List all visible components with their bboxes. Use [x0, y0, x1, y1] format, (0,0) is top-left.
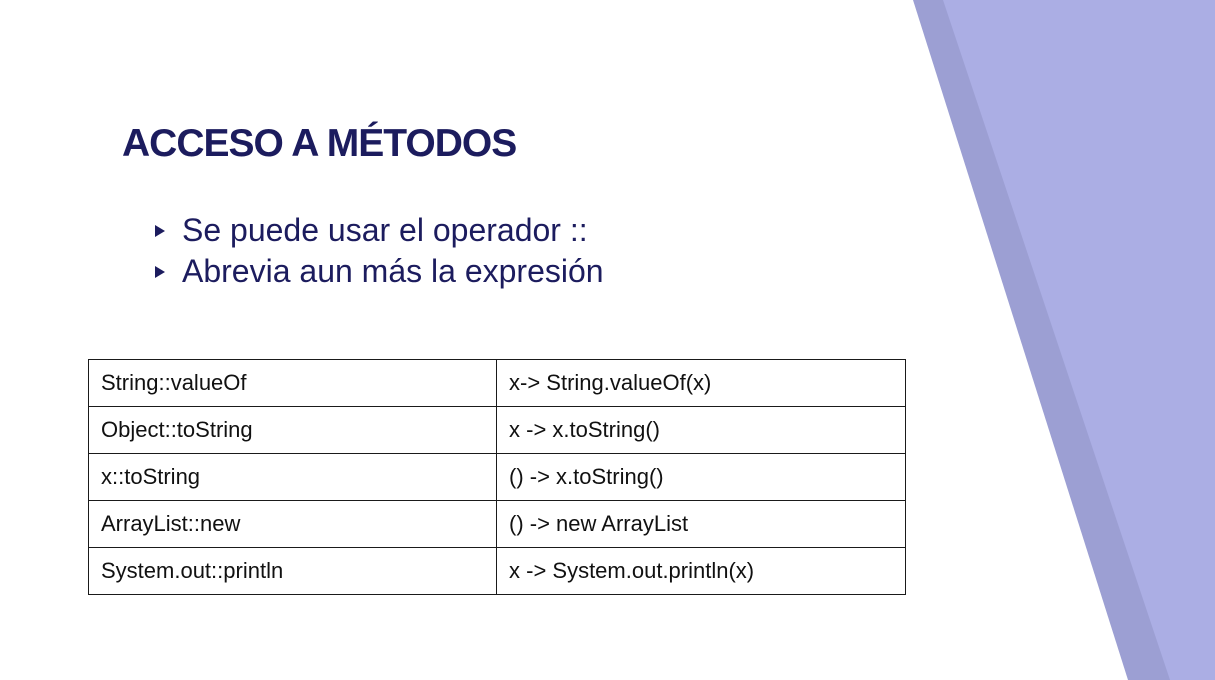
- lambda-expression-cell: x -> x.toString(): [496, 406, 906, 454]
- method-reference-cell: System.out::println: [88, 547, 497, 595]
- table-row: Object::toString x -> x.toString(): [88, 406, 906, 454]
- method-reference-cell: x::toString: [88, 453, 497, 501]
- table-row: System.out::println x -> System.out.prin…: [88, 547, 906, 595]
- lambda-expression-cell: () -> new ArrayList: [496, 500, 906, 548]
- lambda-expression-cell: x-> String.valueOf(x): [496, 359, 906, 407]
- triangle-bullet-icon: [155, 265, 165, 278]
- table-row: x::toString () -> x.toString(): [88, 453, 906, 501]
- bullet-item: Abrevia aun más la expresión: [155, 251, 604, 292]
- lambda-expression-cell: x -> System.out.println(x): [496, 547, 906, 595]
- table-row: String::valueOf x-> String.valueOf(x): [88, 359, 906, 407]
- method-reference-cell: String::valueOf: [88, 359, 497, 407]
- stripe-light: [943, 0, 1215, 680]
- method-reference-cell: Object::toString: [88, 406, 497, 454]
- method-reference-cell: ArrayList::new: [88, 500, 497, 548]
- bullet-text: Abrevia aun más la expresión: [182, 253, 604, 289]
- bullet-item: Se puede usar el operador ::: [155, 210, 604, 251]
- method-reference-table: String::valueOf x-> String.valueOf(x) Ob…: [88, 359, 906, 595]
- bullet-list: Se puede usar el operador :: Abrevia aun…: [155, 210, 604, 292]
- lambda-expression-cell: () -> x.toString(): [496, 453, 906, 501]
- triangle-bullet-icon: [155, 224, 165, 237]
- slide-title: ACCESO A MÉTODOS: [122, 122, 517, 165]
- table-row: ArrayList::new () -> new ArrayList: [88, 500, 906, 548]
- bullet-text: Se puede usar el operador ::: [182, 212, 588, 248]
